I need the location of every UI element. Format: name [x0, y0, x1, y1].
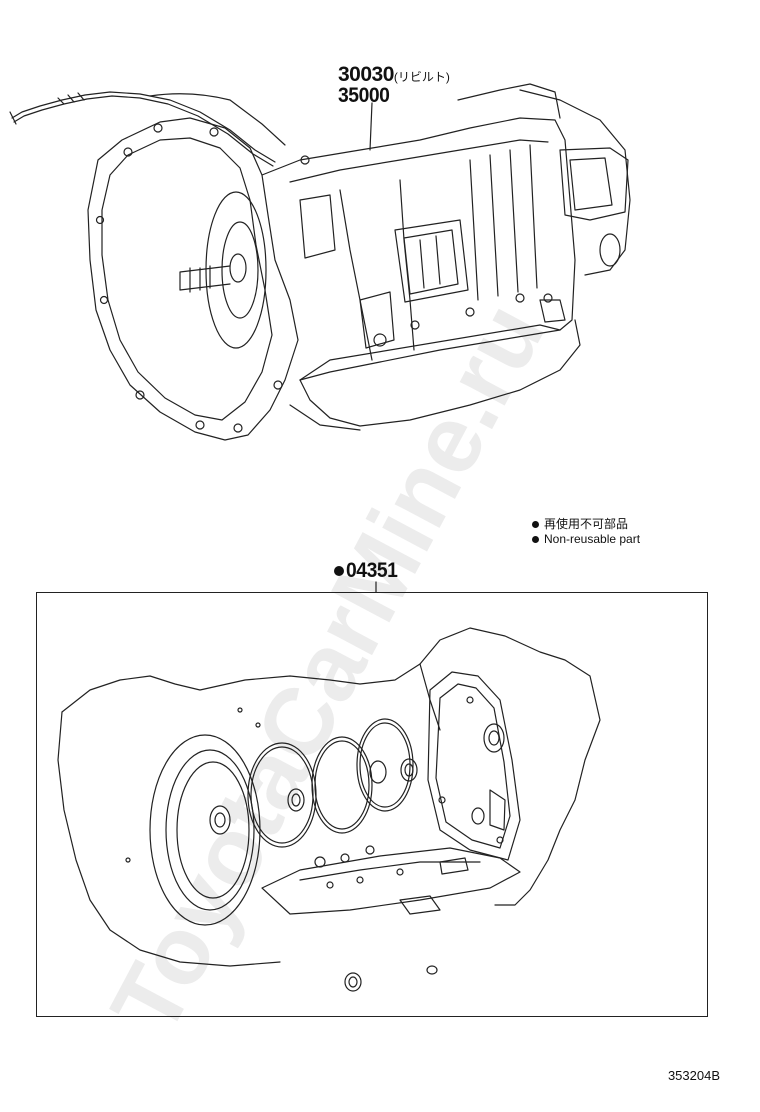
- transmission-assembly-illustration: [10, 84, 630, 440]
- bullet-icon: [532, 521, 539, 528]
- part-note-rebuilt: (リビルト): [393, 70, 450, 84]
- gasket-kit-illustration: [58, 582, 600, 991]
- legend-row-en: Non-reusable part: [532, 532, 640, 547]
- legend-row-jp: 再使用不可部品: [532, 517, 640, 532]
- non-reusable-bullet-icon: [334, 565, 344, 576]
- figure-id: 353204B: [667, 1068, 720, 1083]
- legend-text-en: Non-reusable part: [544, 532, 641, 546]
- part-number-30030: 30030: [338, 63, 394, 86]
- legend-text-jp: 再使用不可部品: [544, 517, 629, 531]
- gasket-kit-frame: [36, 592, 708, 1017]
- legend: 再使用不可部品 Non-reusable part: [532, 517, 640, 547]
- bullet-icon: [532, 536, 539, 543]
- callout-part-30030: 30030(リビルト): [338, 64, 450, 85]
- callout-part-35000: 35000: [338, 84, 390, 107]
- callout-part-04351: 04351: [334, 560, 402, 581]
- part-number-04351: 04351: [346, 559, 398, 582]
